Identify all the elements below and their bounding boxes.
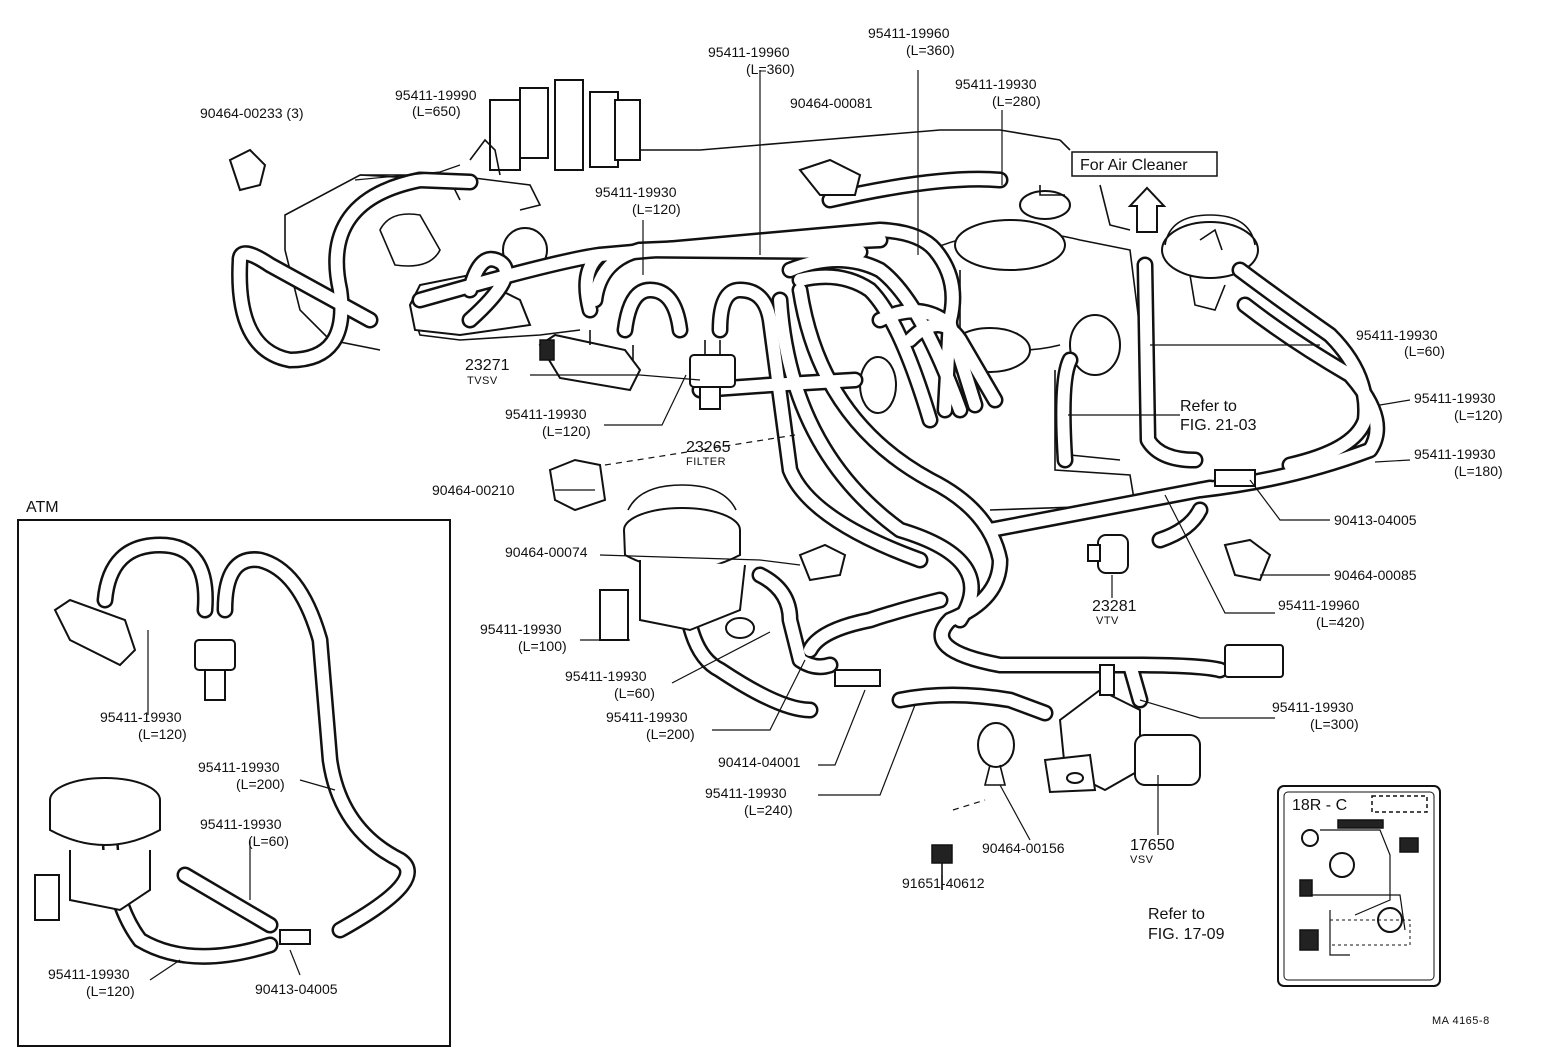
label-line: 95411-19930 bbox=[705, 785, 787, 801]
label-line: (L=200) bbox=[236, 776, 285, 792]
label-line: 95411-19930 bbox=[606, 709, 688, 725]
vsv-valve bbox=[1043, 664, 1201, 794]
atm-inset: ATM bbox=[17, 499, 451, 1047]
label-line: VSV bbox=[1130, 854, 1154, 866]
connector-plug bbox=[1224, 644, 1284, 678]
label-line: 90464-00210 bbox=[432, 482, 515, 498]
label-line: (L=120) bbox=[86, 983, 135, 999]
label-line: (L=100) bbox=[518, 638, 567, 654]
label-line: 90413-04005 bbox=[255, 981, 338, 997]
atm-title: ATM bbox=[26, 499, 59, 516]
label-line: (L=60) bbox=[248, 833, 289, 849]
label-line: 90464-00233 (3) bbox=[200, 105, 304, 121]
label-line: (L=420) bbox=[1316, 614, 1365, 630]
label-line: 90464-00081 bbox=[790, 95, 873, 111]
label-line: 95411-19930 bbox=[480, 621, 562, 637]
label-line: 17650 bbox=[1130, 837, 1175, 854]
label-line: 95411-19930 bbox=[595, 184, 677, 200]
label-line: (L=360) bbox=[746, 61, 795, 77]
part-labels: 95411-19990 (L=650) 90464-00233 (3) 9541… bbox=[48, 25, 1503, 1027]
tvsv-valve bbox=[538, 330, 642, 392]
vacuum-hoses-inner bbox=[233, 173, 1383, 719]
label-line: 95411-19930 bbox=[955, 76, 1037, 92]
engine-code: 18R - C bbox=[1292, 797, 1347, 814]
label-line: 90464-00156 bbox=[982, 840, 1065, 856]
label-line: 95411-19960 bbox=[1278, 597, 1360, 613]
label-line: 23281 bbox=[1092, 598, 1137, 615]
air-cleaner-label-box: For Air Cleaner bbox=[1071, 151, 1218, 177]
label-line: (L=60) bbox=[614, 685, 655, 701]
label-line: 95411-19960 bbox=[708, 44, 790, 60]
label-line: TVSV bbox=[467, 375, 498, 387]
label-line: 95411-19930 bbox=[100, 709, 182, 725]
label-line: (L=60) bbox=[1404, 343, 1445, 359]
label-line: (L=300) bbox=[1310, 716, 1359, 732]
filter bbox=[689, 340, 736, 410]
label-line: 90413-04005 bbox=[1334, 512, 1417, 528]
label-line: 95411-19930 bbox=[48, 966, 130, 982]
label-line: (L=200) bbox=[646, 726, 695, 742]
hose-clamp bbox=[977, 722, 1015, 786]
label-line: (L=180) bbox=[1454, 463, 1503, 479]
label-line: 95411-19930 bbox=[198, 759, 280, 775]
engine-reference-inset: 18R - C bbox=[1277, 785, 1441, 987]
label-line: 90414-04001 bbox=[718, 754, 801, 770]
label-line: 23265 bbox=[686, 439, 731, 456]
label-line: 95411-19990 bbox=[395, 87, 477, 103]
arrow-up-icon bbox=[1127, 186, 1167, 233]
label-line: 95411-19930 bbox=[1414, 446, 1496, 462]
label-line: 95411-19930 bbox=[565, 668, 647, 684]
label-line: (L=120) bbox=[542, 423, 591, 439]
label-line: (L=280) bbox=[992, 93, 1041, 109]
drawing-code: MA 4165-8 bbox=[1432, 1015, 1490, 1027]
label-line: 90464-00074 bbox=[505, 544, 588, 560]
label-line: (L=240) bbox=[744, 802, 793, 818]
hose-clip bbox=[228, 148, 1272, 582]
label-line: VTV bbox=[1096, 615, 1119, 627]
vacuum-tee bbox=[834, 469, 1256, 687]
label-line: FILTER bbox=[686, 456, 726, 468]
label-line: (L=120) bbox=[138, 726, 187, 742]
vtv-valve bbox=[1087, 534, 1129, 574]
label-line: 23271 bbox=[465, 357, 510, 374]
label-line: (L=650) bbox=[412, 103, 461, 119]
label-line: (L=120) bbox=[1454, 407, 1503, 423]
label-line: 90464-00085 bbox=[1334, 567, 1417, 583]
label-line: FIG. 17-09 bbox=[1148, 926, 1225, 943]
label-line: 95411-19930 bbox=[1272, 699, 1354, 715]
label-line: 91651-40612 bbox=[902, 875, 985, 891]
label-line: (L=360) bbox=[906, 42, 955, 58]
label-line: 95411-19960 bbox=[868, 25, 950, 41]
label-line: 95411-19930 bbox=[1414, 390, 1496, 406]
label-line: (L=120) bbox=[632, 201, 681, 217]
label-line: 95411-19930 bbox=[1356, 327, 1438, 343]
leader-lines bbox=[354, 70, 1411, 890]
label-line: 95411-19930 bbox=[505, 406, 587, 422]
label-line: Refer to bbox=[1148, 906, 1205, 923]
air-cleaner-label: For Air Cleaner bbox=[1080, 157, 1188, 174]
label-line: FIG. 21-03 bbox=[1180, 417, 1257, 434]
label-line: Refer to bbox=[1180, 398, 1237, 415]
vacuum-diaphragm-large bbox=[599, 484, 755, 641]
label-line: 95411-19930 bbox=[200, 816, 282, 832]
distributor bbox=[469, 79, 641, 176]
